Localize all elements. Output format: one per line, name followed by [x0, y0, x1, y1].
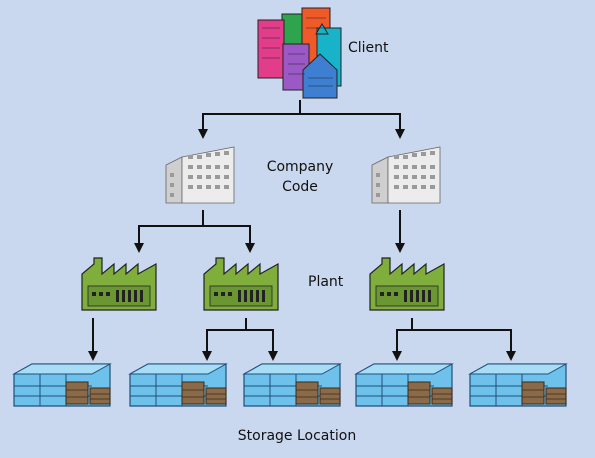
storage-location-label: Storage Location — [237, 428, 357, 444]
warehouse-icon — [12, 363, 112, 407]
arrow-company1-to-plant-1 — [134, 210, 204, 253]
company-code-label-line2: Code — [282, 179, 318, 195]
arrow-plant3-to-storage-4 — [392, 318, 413, 361]
company-code-label: Company Code — [263, 157, 337, 197]
connector-lines — [88, 100, 516, 361]
arrow-plant2-to-storage-2 — [202, 318, 247, 361]
arrow-company1-to-plant-2 — [203, 225, 255, 253]
factory-icon — [81, 257, 157, 311]
company-code-label-line1: Company — [266, 159, 334, 175]
warehouse-icon — [354, 363, 454, 407]
warehouse-icon — [468, 363, 568, 407]
city-buildings-icon — [257, 7, 342, 99]
arrow-plant2-to-storage-3 — [246, 329, 278, 361]
factory-icon — [369, 257, 445, 311]
arrow-plant3-to-storage-5 — [412, 329, 516, 361]
warehouse-icon — [128, 363, 228, 407]
warehouse-icon — [242, 363, 342, 407]
client-label: Client — [348, 40, 389, 56]
factory-icon — [203, 257, 279, 311]
office-building-icon — [371, 146, 441, 204]
arrow-client-to-company-2 — [300, 113, 405, 139]
plant-label: Plant — [308, 274, 344, 290]
office-building-icon — [165, 146, 235, 204]
arrow-client-to-company-1 — [198, 100, 301, 139]
